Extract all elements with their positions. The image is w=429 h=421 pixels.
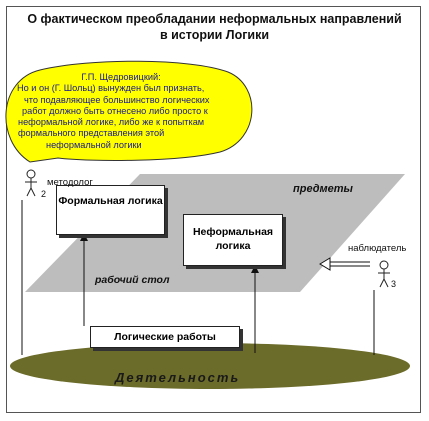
- observer-figure: [378, 260, 390, 288]
- quote-line: неформальной логике, либо же к попыткам: [18, 117, 205, 128]
- diagram-title-line2: в истории Логики: [159, 28, 270, 42]
- quote-bubble: [5, 60, 253, 163]
- methodologist-number: 2: [41, 189, 47, 199]
- activity-ellipse: [10, 343, 410, 389]
- quote-text: Г.П. Щедровицкий: Но и он (Г. Шольц) вын…: [14, 72, 228, 151]
- quote-line: неформальной логики: [46, 139, 142, 150]
- activity-label: Деятельность: [115, 370, 241, 385]
- methodologist-label: методолог: [47, 177, 93, 188]
- quote-line: что подавляющее большинство логических: [24, 94, 210, 105]
- observer-label: наблюдатель: [348, 243, 407, 254]
- objects-label: предметы: [293, 183, 353, 195]
- quote-line: работ должно быть отнесено либо просто к: [22, 105, 208, 116]
- logical-works-box: Логические работы: [90, 326, 240, 348]
- quote-author: Г.П. Щедровицкий:: [81, 72, 161, 82]
- observer-arrowhead: [319, 257, 331, 271]
- formal-logic-box: Формальная логика: [56, 185, 165, 235]
- methodologist-figure: [25, 169, 37, 197]
- desk-label: рабочий стол: [95, 274, 170, 286]
- quote-line: Но и он (Г. Шольц) вынужден был признать…: [17, 83, 205, 94]
- quote-line: формального представления этой: [18, 128, 165, 139]
- observer-number: 3: [391, 279, 397, 289]
- diagram-title-line1: О фактическом преобладании неформальных …: [27, 12, 402, 26]
- informal-logic-box: Неформальная логика: [183, 214, 283, 266]
- diagram-frame: [6, 6, 421, 413]
